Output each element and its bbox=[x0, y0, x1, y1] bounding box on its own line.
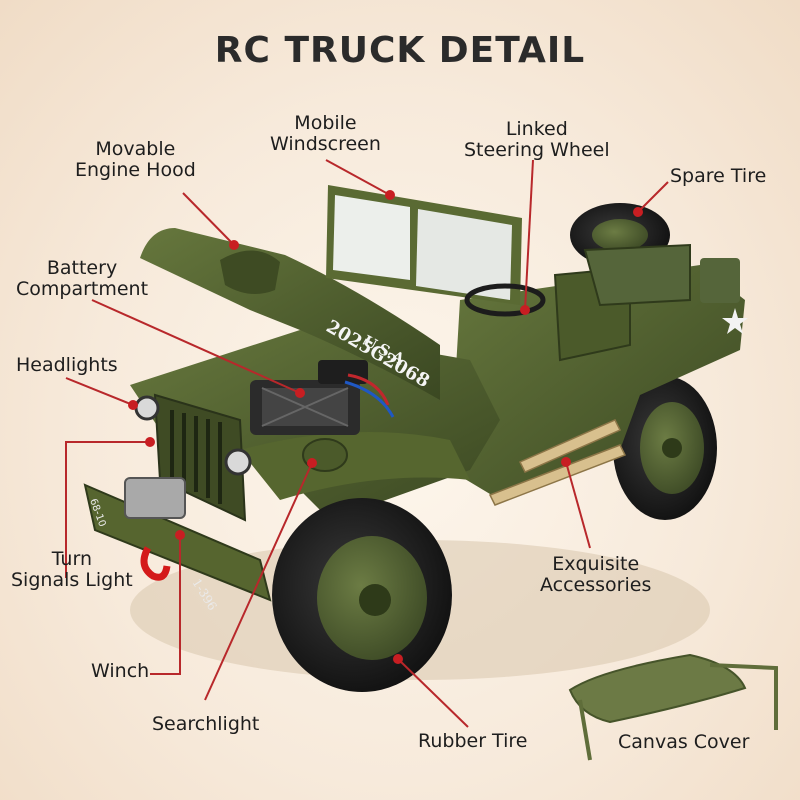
label-line: Accessories bbox=[540, 574, 652, 596]
label-exquisite-accessories: Exquisite Accessories bbox=[540, 554, 651, 596]
label-line: Linked bbox=[505, 118, 568, 140]
canvas-cover-graphic bbox=[568, 653, 778, 761]
headlight-right bbox=[224, 448, 252, 476]
label-linked-steering-wheel: Linked Steering Wheel bbox=[464, 119, 610, 161]
windscreen-graphic bbox=[326, 185, 522, 305]
grille bbox=[153, 393, 247, 522]
label-line: Turn bbox=[51, 548, 92, 570]
steering-wheel-graphic bbox=[464, 283, 546, 317]
leader-lines bbox=[65, 159, 669, 728]
star-marking bbox=[722, 308, 748, 334]
headlight-left bbox=[134, 395, 160, 421]
body-tub bbox=[450, 265, 745, 500]
label-turn-signals-light: Turn Signals Light bbox=[11, 549, 133, 591]
label-line: Engine Hood bbox=[75, 159, 196, 181]
label-searchlight: Searchlight bbox=[152, 713, 260, 735]
leader-dots bbox=[128, 190, 643, 664]
winch-graphic bbox=[124, 477, 186, 519]
open-hood bbox=[140, 228, 440, 400]
label-line: Compartment bbox=[16, 278, 149, 300]
front-fender bbox=[240, 432, 470, 500]
accessories-graphic bbox=[488, 444, 627, 506]
label-winch: Winch bbox=[91, 660, 150, 682]
label-mobile-windscreen: Mobile Windscreen bbox=[270, 113, 381, 155]
label-line: Steering Wheel bbox=[464, 139, 610, 161]
front-wheel bbox=[272, 498, 452, 692]
label-line: Exquisite bbox=[552, 553, 640, 575]
label-line: Battery bbox=[46, 257, 118, 279]
rear-wheel bbox=[613, 376, 717, 520]
label-line: Mobile bbox=[294, 112, 357, 134]
label-headlights: Headlights bbox=[16, 354, 118, 376]
label-line: Windscreen bbox=[270, 133, 381, 155]
label-movable-engine-hood: Movable Engine Hood bbox=[75, 139, 196, 181]
label-spare-tire: Spare Tire bbox=[670, 165, 767, 187]
tow-hook bbox=[140, 546, 171, 581]
label-battery-compartment: Battery Compartment bbox=[16, 258, 148, 300]
label-line: Movable bbox=[95, 138, 176, 160]
label-canvas-cover: Canvas Cover bbox=[618, 731, 750, 753]
label-rubber-tire: Rubber Tire bbox=[418, 730, 528, 752]
page-title: RC TRUCK DETAIL bbox=[214, 30, 586, 71]
label-line: Signals Light bbox=[11, 569, 133, 591]
